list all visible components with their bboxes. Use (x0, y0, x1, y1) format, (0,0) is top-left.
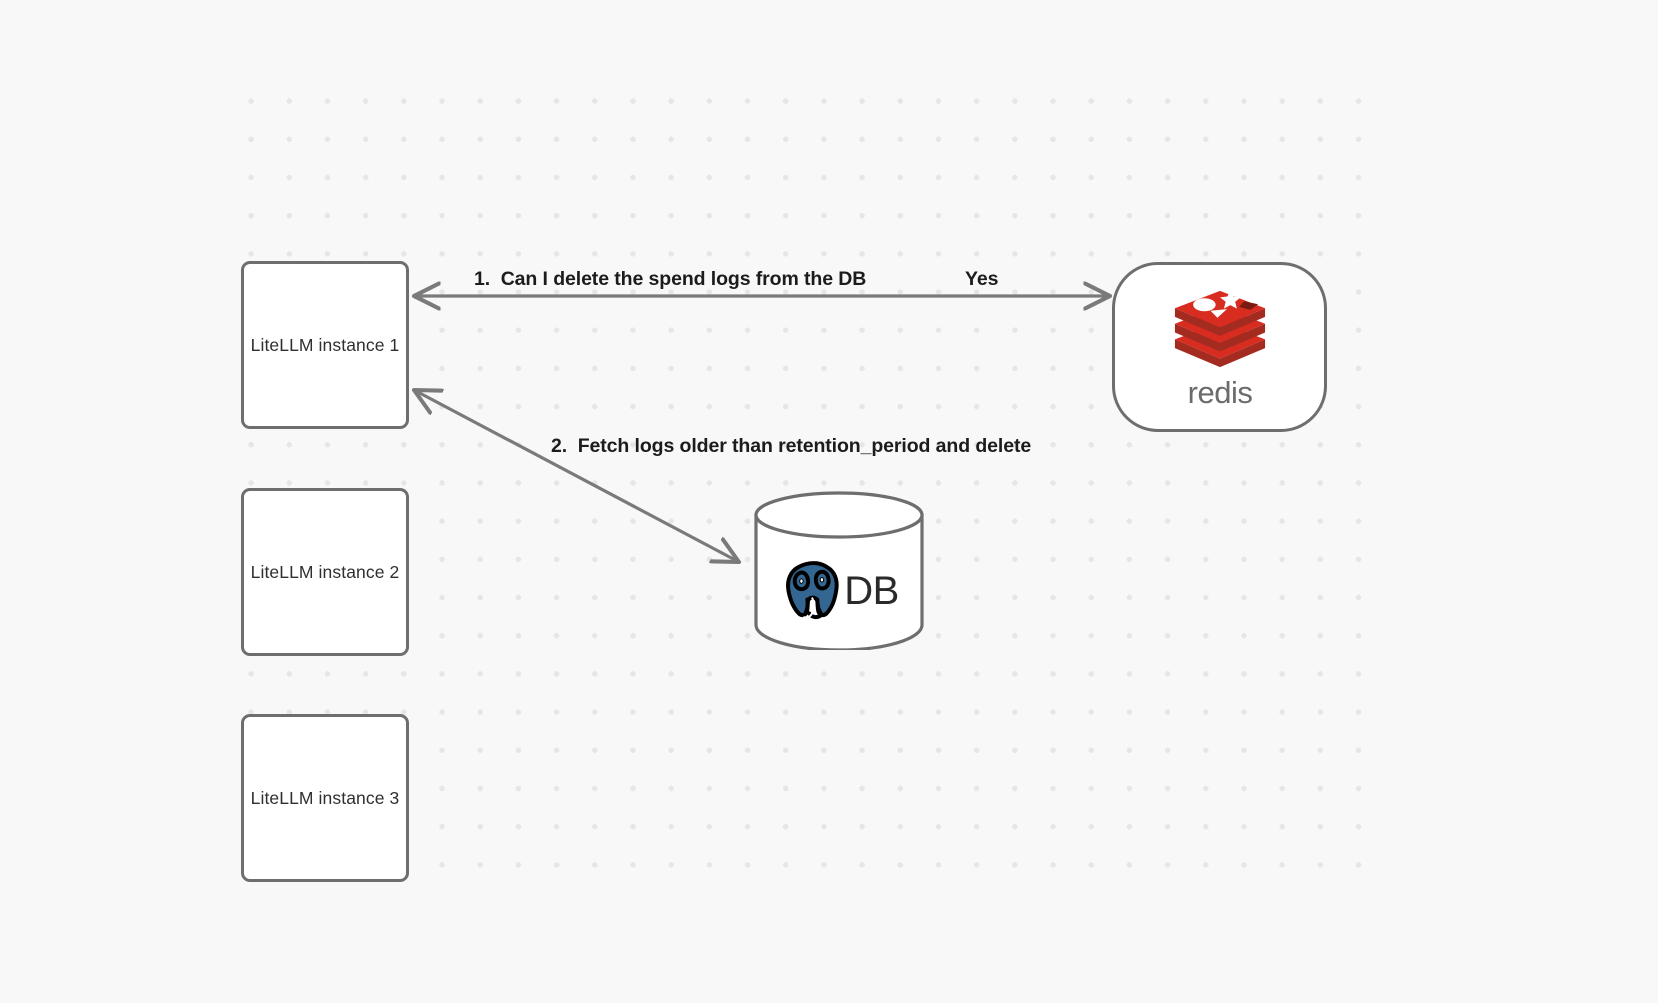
postgresql-elephant-icon (786, 561, 839, 620)
node-label-litellm-instance-3: LiteLLM instance 3 (250, 787, 400, 808)
edge-label-yes: Yes (965, 268, 999, 290)
node-database[interactable]: DB (753, 490, 925, 650)
database-label: DB (844, 569, 899, 613)
redis-wordmark: redis (1187, 375, 1252, 410)
edge-label-step-1: 1. Can I delete the spend logs from the … (474, 268, 867, 290)
node-litellm-instance-2[interactable]: LiteLLM instance 2 (241, 488, 409, 656)
node-litellm-instance-1[interactable]: LiteLLM instance 1 (241, 261, 409, 429)
node-label-litellm-instance-1: LiteLLM instance 1 (250, 334, 400, 355)
redis-logo-icon (1174, 290, 1265, 368)
node-redis[interactable]: redis (1112, 262, 1327, 432)
svg-text:redis: redis (1187, 375, 1252, 410)
connector-litellm1-db (414, 390, 739, 562)
cylinder-shape (754, 491, 924, 650)
edge-label-step-2: 2. Fetch logs older than retention_perio… (551, 435, 1032, 457)
node-label-litellm-instance-2: LiteLLM instance 2 (250, 561, 400, 582)
node-litellm-instance-3[interactable]: LiteLLM instance 3 (241, 714, 409, 882)
